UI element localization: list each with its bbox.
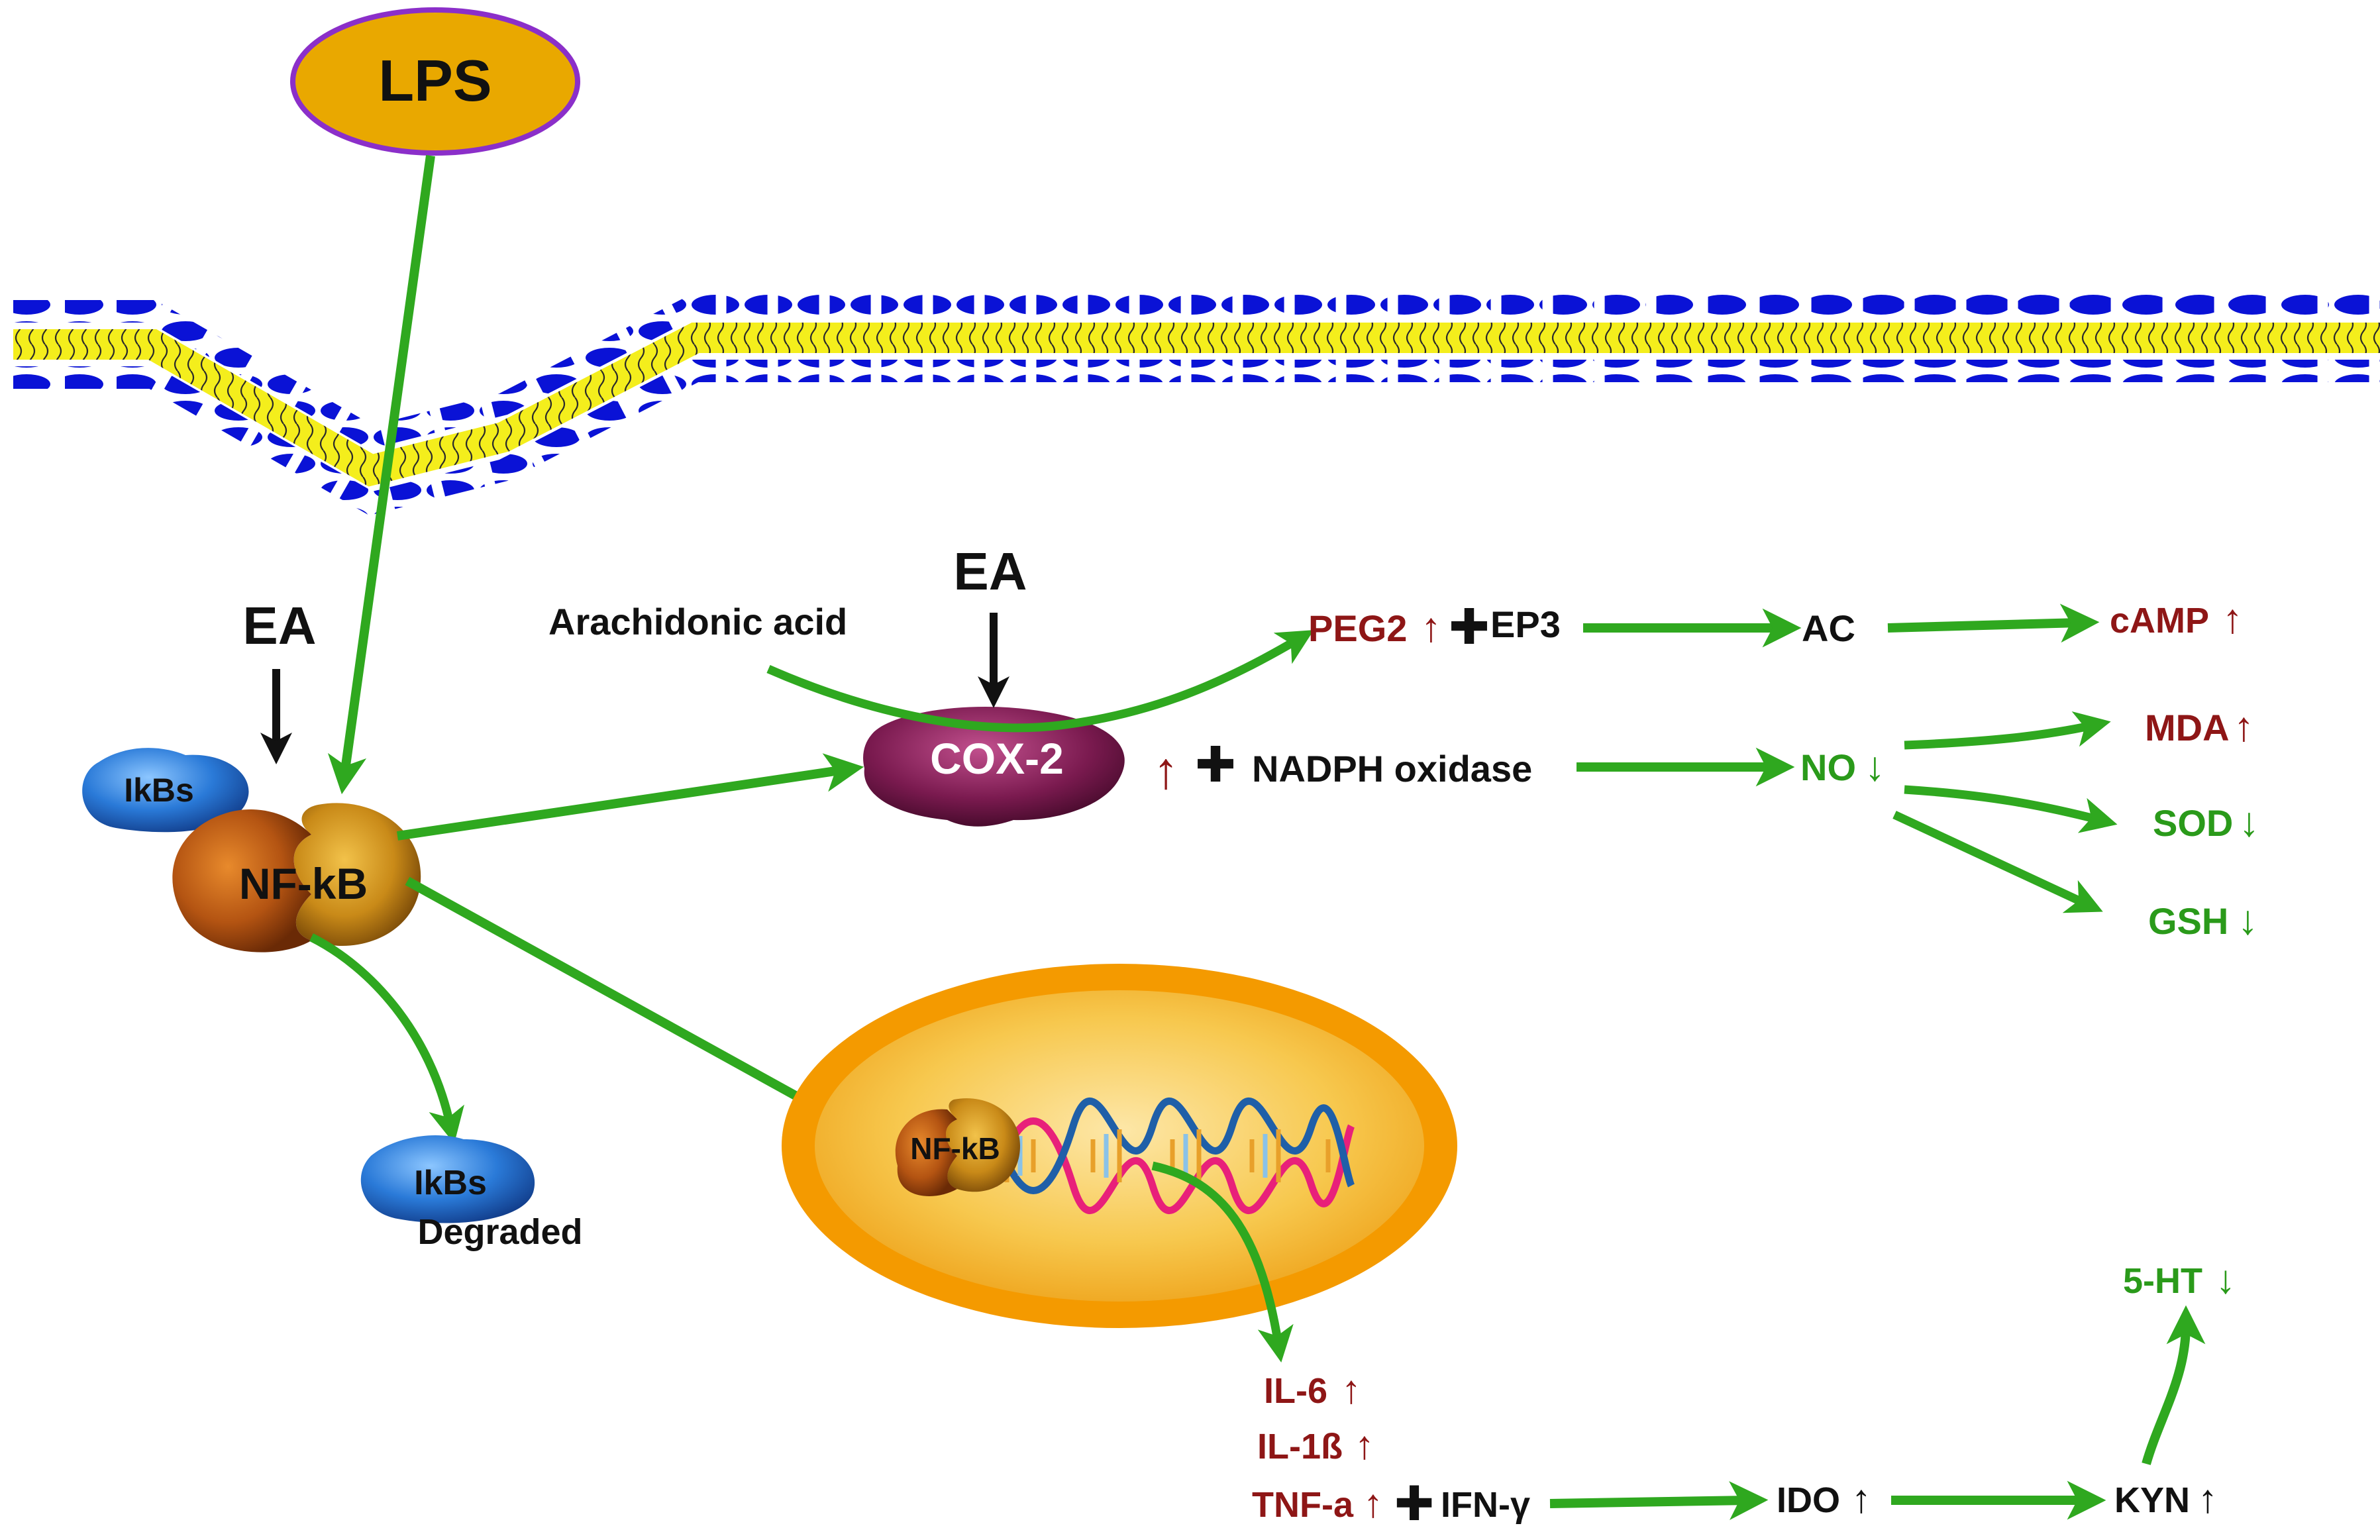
plus-ifn: ✚ bbox=[1394, 1478, 1434, 1531]
arachidonic-acid-label: Arachidonic acid bbox=[548, 601, 847, 642]
degraded-label: Degraded bbox=[417, 1212, 582, 1252]
il1b-up-arrow: ↑ bbox=[1355, 1423, 1374, 1467]
arrow-kyn-to-5ht bbox=[2142, 1305, 2206, 1465]
cell-membrane bbox=[13, 293, 2380, 516]
kyn-label: KYN bbox=[2114, 1480, 2190, 1520]
arrow-no-to-mda bbox=[1904, 711, 2111, 750]
tnfa-up-arrow: ↑ bbox=[1363, 1481, 1383, 1525]
nfkb-nuclear-label: NF-kB bbox=[910, 1131, 1000, 1166]
5ht-down-arrow: ↓ bbox=[2216, 1257, 2236, 1302]
mda-up-arrow: ↑ bbox=[2234, 704, 2254, 750]
arrow-ac-to-camp bbox=[1887, 603, 2100, 643]
ikbs-degraded: IkBs Degraded bbox=[360, 1135, 583, 1252]
arrow-arachidonic-to-peg2 bbox=[766, 630, 1314, 733]
ifn-gamma-label: IFN-γ bbox=[1441, 1485, 1530, 1525]
nfkb-nuclear: NF-kB bbox=[895, 1098, 1020, 1196]
ido-label: IDO bbox=[1777, 1480, 1840, 1520]
sod-down-arrow: ↓ bbox=[2239, 799, 2259, 845]
ea-left-label: EA bbox=[242, 596, 316, 655]
arrow-lps-to-nfkb bbox=[327, 155, 435, 795]
gsh-down-arrow: ↓ bbox=[2238, 898, 2258, 943]
peg2-label: PEG2 bbox=[1308, 607, 1407, 649]
ikbs-degraded-label: IkBs bbox=[414, 1164, 487, 1202]
ido-up-arrow: ↑ bbox=[1851, 1476, 1871, 1521]
plus-ep3: ✚ bbox=[1449, 599, 1490, 654]
arrow-no-to-sod bbox=[1904, 785, 2118, 833]
il6-up-arrow: ↑ bbox=[1341, 1367, 1361, 1412]
ac-label: AC bbox=[1802, 607, 1855, 649]
cox2-up-arrow: ↑ bbox=[1153, 741, 1179, 799]
il6-label: IL-6 bbox=[1264, 1371, 1327, 1411]
lps-node: LPS bbox=[290, 7, 580, 156]
cox2-enzyme: COX-2 bbox=[863, 707, 1125, 827]
il1b-label: IL-1ß bbox=[1257, 1427, 1343, 1466]
ep3-label: EP3 bbox=[1490, 603, 1561, 645]
gsh-label: GSH bbox=[2148, 900, 2228, 942]
5ht-label: 5-HT bbox=[2123, 1261, 2202, 1301]
kyn-up-arrow: ↑ bbox=[2198, 1476, 2218, 1521]
mda-label: MDA bbox=[2145, 707, 2230, 748]
plus-nadph: ✚ bbox=[1195, 737, 1236, 792]
arrow-nfkb-to-cox2 bbox=[396, 753, 864, 841]
ea-top-label: EA bbox=[953, 542, 1027, 601]
nadph-oxidase-label: NADPH oxidase bbox=[1252, 748, 1532, 790]
nfkb-left-label: NF-kB bbox=[239, 859, 368, 908]
ikbs-bound-label: IkBs bbox=[124, 772, 194, 809]
peg2-up-arrow: ↑ bbox=[1421, 605, 1441, 650]
arrow-dna-to-cytokines bbox=[1151, 1161, 1294, 1362]
nfkb-complex: NF-kB bbox=[172, 803, 421, 952]
sod-label: SOD bbox=[2153, 802, 2233, 844]
camp-label: cAMP bbox=[2110, 601, 2209, 641]
arrow-ifn-to-ido bbox=[1549, 1481, 1769, 1520]
arrow-nfkb-to-degraded bbox=[309, 933, 464, 1144]
no-label: NO bbox=[1800, 746, 1856, 788]
dna-helix bbox=[990, 1098, 1355, 1214]
ikbs-bound: IkBs bbox=[82, 748, 249, 833]
lps-label: LPS bbox=[378, 48, 492, 113]
camp-up-arrow: ↑ bbox=[2222, 596, 2243, 642]
no-down-arrow: ↓ bbox=[1865, 744, 1885, 790]
cox2-label: COX-2 bbox=[930, 734, 1064, 783]
tnfa-label: TNF-a bbox=[1252, 1485, 1354, 1525]
arrow-no-to-gsh bbox=[1892, 811, 2103, 913]
